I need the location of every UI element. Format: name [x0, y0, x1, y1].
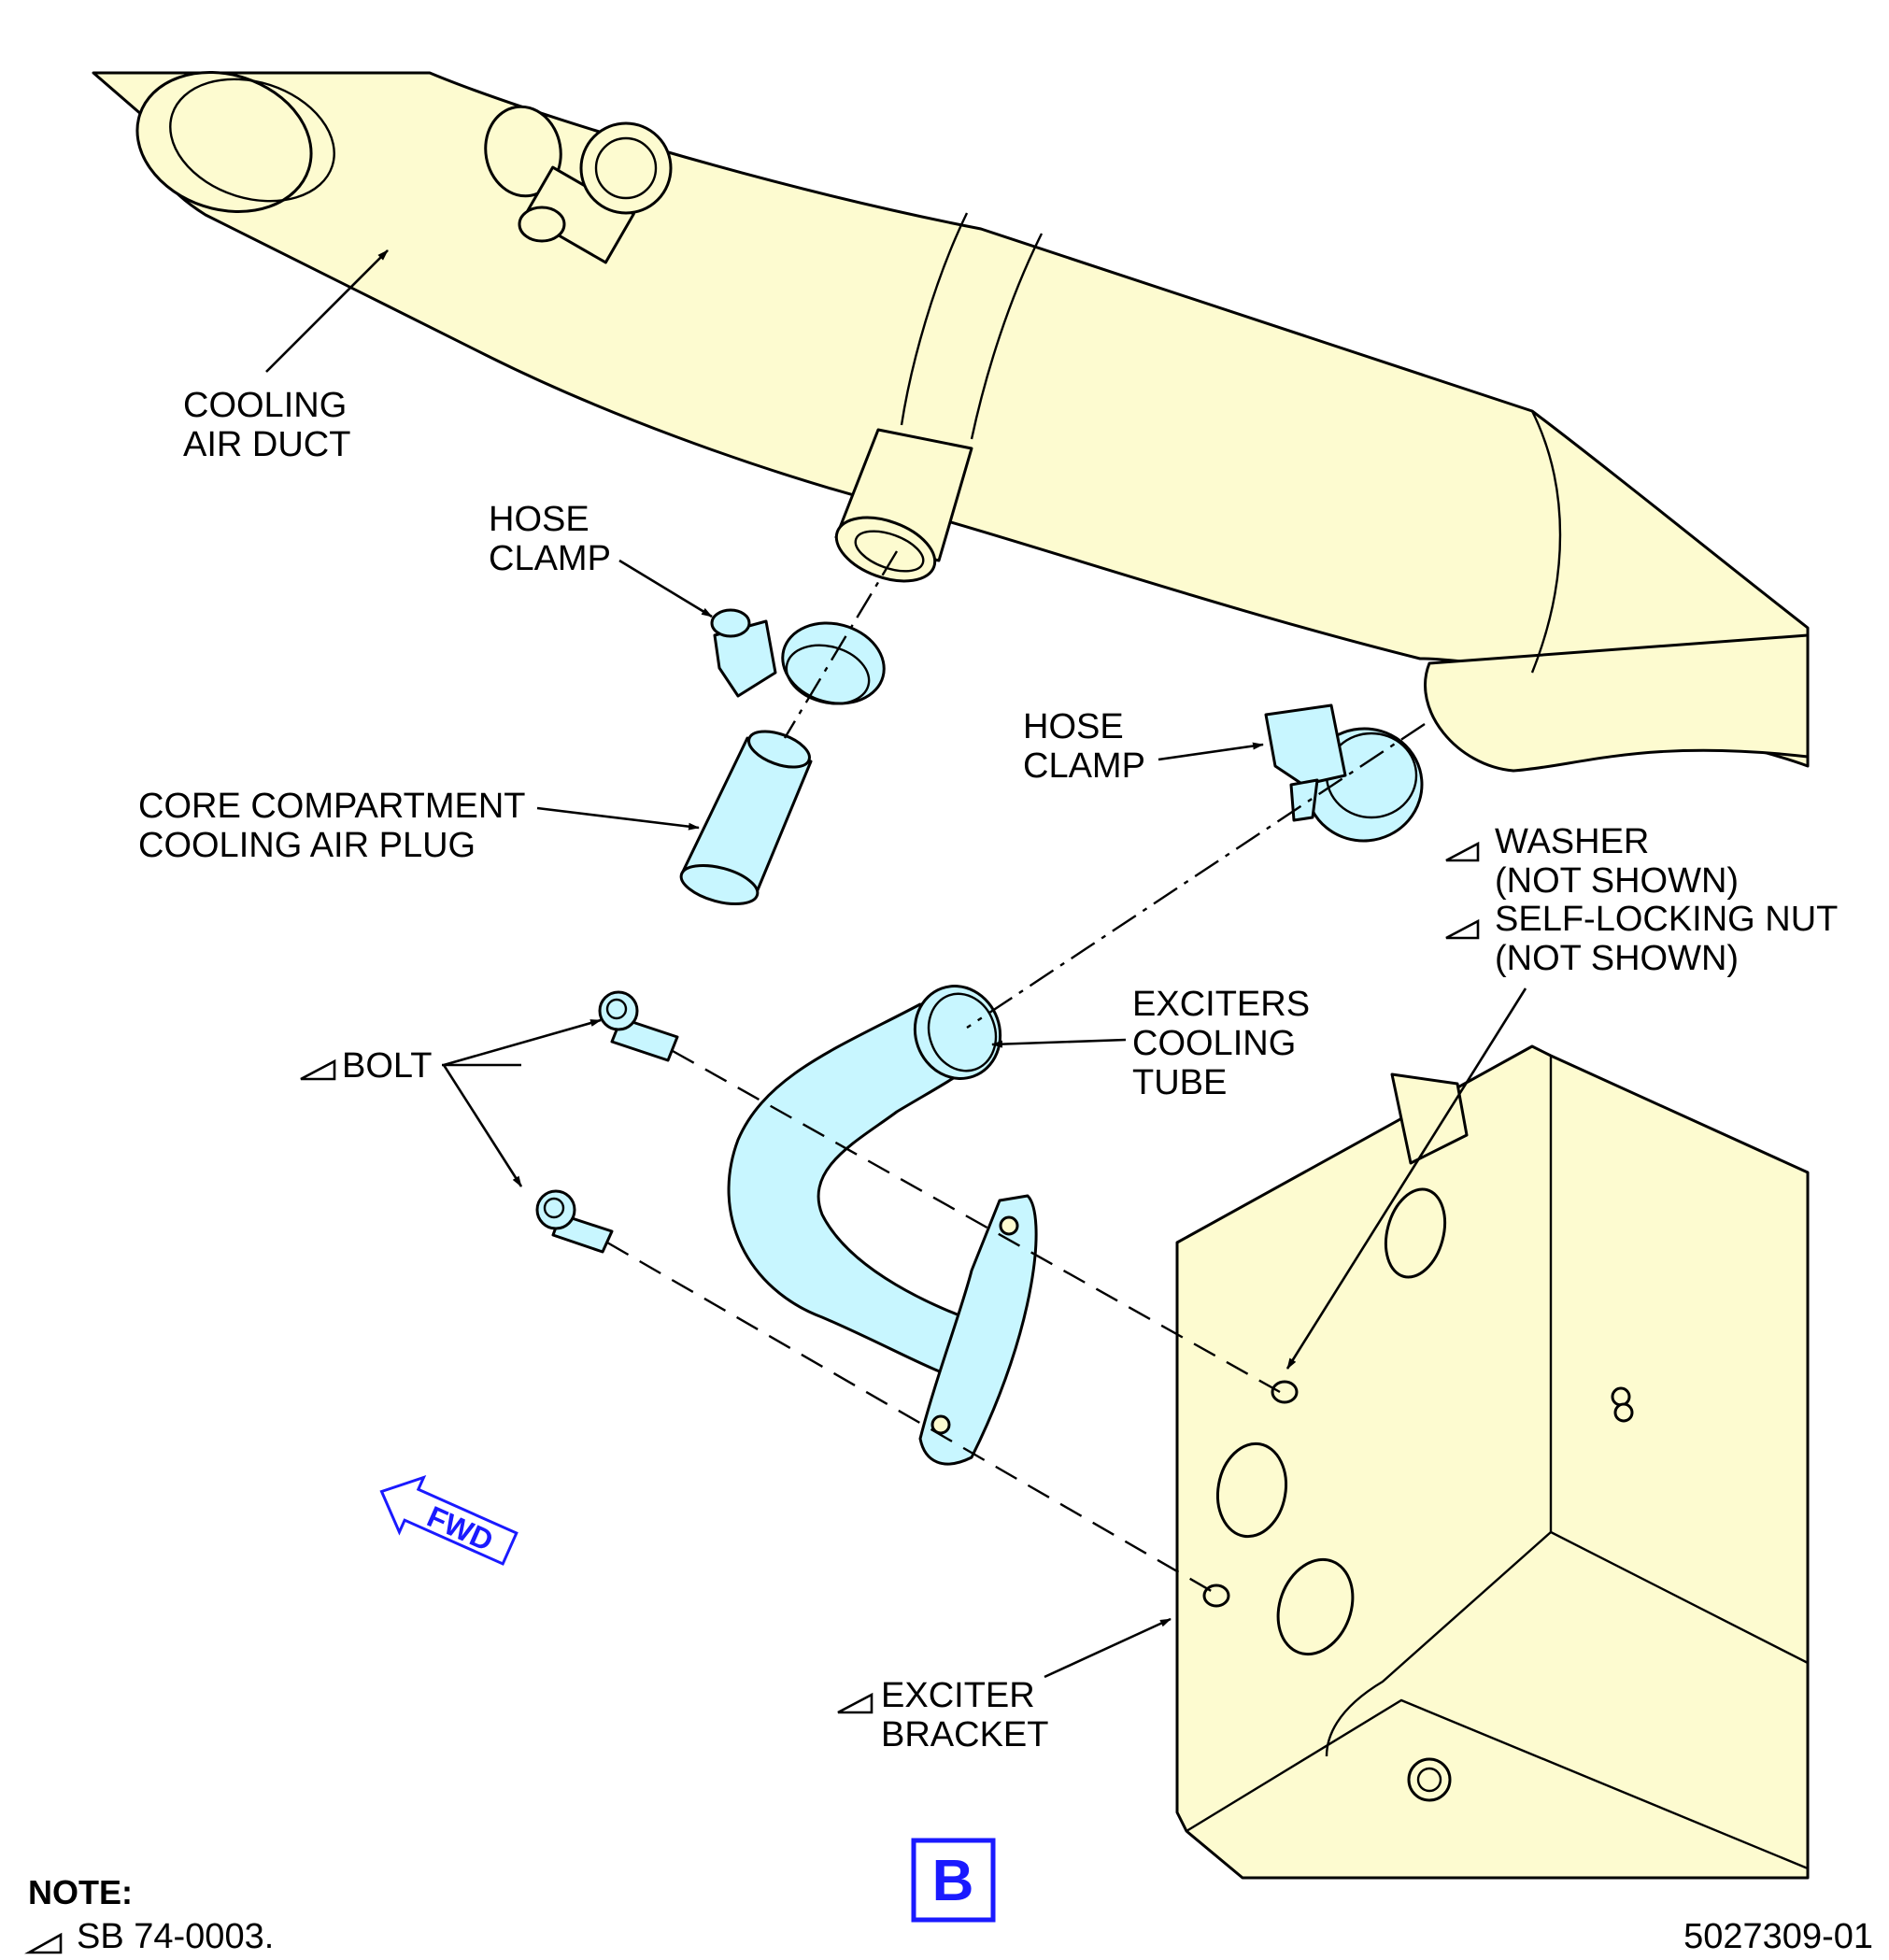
label-self-locking-nut-1: SELF-LOCKING NUT — [1495, 900, 1838, 939]
bolt-upper — [598, 990, 679, 1062]
hose-clamp-right — [1264, 703, 1424, 843]
note-title: NOTE: — [28, 1873, 133, 1911]
label-washer-1: WASHER — [1495, 822, 1649, 861]
hose-clamp-upper — [710, 608, 886, 705]
view-letter-box: B — [911, 1838, 996, 1923]
label-exciters-tube-1: EXCITERS — [1132, 985, 1310, 1024]
label-exciter-bracket-2: BRACKET — [881, 1715, 1048, 1754]
exciters-cooling-tube — [727, 985, 1038, 1466]
label-washer-2: (NOT SHOWN) — [1495, 861, 1739, 901]
fwd-arrow-icon: FWD — [379, 1474, 518, 1566]
label-hose-clamp-upper-1: HOSE — [489, 500, 589, 539]
label-core-plug-1: CORE COMPARTMENT — [138, 787, 526, 826]
label-cooling-air-duct-1: COOLING — [183, 386, 347, 425]
bolt-lower — [535, 1189, 614, 1254]
leader-lines — [265, 249, 1527, 1679]
callout-labels: COOLING AIR DUCT HOSE CLAMP CORE COMPART… — [138, 386, 1838, 1754]
label-hose-clamp-right-2: CLAMP — [1023, 746, 1145, 786]
label-self-locking-nut-2: (NOT SHOWN) — [1495, 939, 1739, 978]
cooling-air-duct — [92, 70, 1810, 773]
label-exciters-tube-2: COOLING — [1132, 1024, 1296, 1063]
note-block: NOTE: SB 74-0003. — [28, 1873, 274, 1956]
label-hose-clamp-right-1: HOSE — [1023, 707, 1124, 746]
assembly-centerlines — [606, 550, 1426, 1595]
core-compartment-cooling-air-plug — [679, 730, 813, 906]
effectivity-triangle-icon — [24, 841, 1480, 1954]
exciter-bracket — [1175, 1044, 1810, 1880]
label-exciter-bracket-1: EXCITER — [881, 1676, 1035, 1715]
label-core-plug-2: COOLING AIR PLUG — [138, 826, 476, 865]
figure-number: 5027309-01 — [1683, 1917, 1873, 1956]
label-bolt: BOLT — [342, 1046, 432, 1086]
note-text: SB 74-0003. — [77, 1917, 274, 1956]
label-cooling-air-duct-2: AIR DUCT — [183, 425, 350, 464]
label-exciters-tube-3: TUBE — [1132, 1063, 1227, 1102]
view-letter: B — [932, 1849, 974, 1913]
label-hose-clamp-upper-2: CLAMP — [489, 539, 611, 578]
